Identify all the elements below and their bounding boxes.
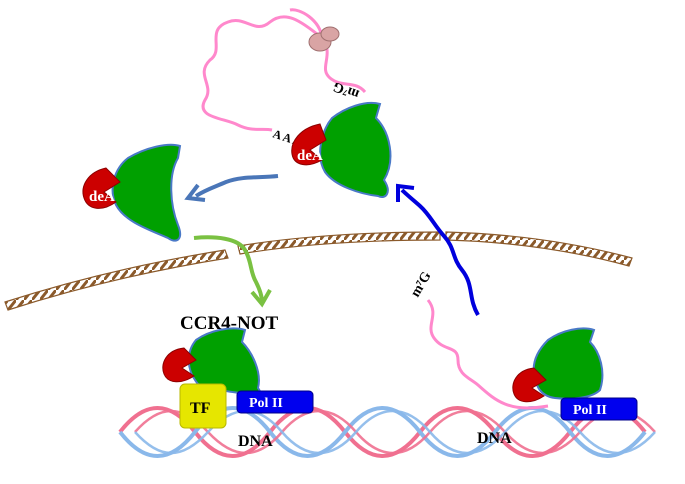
export-arrow (396, 183, 480, 317)
ccr4-not-complex-top: deA (291, 102, 392, 198)
pol-ii-left: Pol II (236, 390, 314, 414)
ccr4-not-complex-promoter-left: CCR4-NOT (162, 313, 278, 397)
mrna-loop (201, 15, 323, 132)
cap-label-top: m⁷G (331, 78, 361, 101)
ccr4-not-label: CCR4-NOT (180, 313, 278, 334)
export-arrow-head (396, 183, 415, 202)
membrane-segment-mid (237, 231, 441, 255)
release-arrow-shaft (194, 174, 279, 198)
import-arrow-shaft (193, 235, 264, 303)
complex-body-elongation-right (532, 327, 604, 400)
nascent-mrna-strand (426, 299, 549, 410)
dea-label-top: deA (297, 148, 323, 164)
ccr4-not-complex-elongation-right (512, 327, 604, 403)
release-arrow (184, 174, 279, 202)
membrane-segment-left (4, 249, 229, 311)
pol-ii-right-label: Pol II (573, 403, 607, 418)
import-arrow-head (250, 289, 272, 308)
complex-body-left (111, 143, 182, 242)
dea-subunit-top (291, 123, 327, 166)
tf-box (179, 383, 227, 429)
dna-strand-pink (118, 406, 647, 458)
cap-label-mid: m⁷G (408, 269, 434, 300)
nuclear-membrane (4, 231, 633, 311)
dna-label-left: DNA (238, 433, 273, 450)
dea-subunit-left (82, 167, 121, 209)
membrane-segment-right (445, 231, 633, 267)
pol-ii-right-box (560, 397, 638, 421)
tf-label: TF (190, 400, 211, 417)
mrna-tail-top (320, 37, 367, 94)
complex-body-top (319, 102, 392, 198)
dea-subunit-promoter-left (162, 347, 197, 383)
export-arrow-shaft (400, 188, 480, 317)
dea-subunit-elongation-right (512, 367, 547, 403)
ccr4-not-complex-left: deA (82, 143, 182, 242)
pol-ii-left-box (236, 390, 314, 414)
release-arrow-head (184, 183, 206, 202)
cytoplasmic-mrna: m⁷G A A A (201, 8, 367, 149)
pol-ii-right: Pol II (560, 397, 638, 421)
dna-strand-pink-2 (134, 409, 656, 455)
transcription-factor: TF (179, 383, 227, 429)
pol-ii-left-label: Pol II (249, 396, 283, 411)
dea-label-left: deA (89, 189, 115, 205)
import-arrow (193, 235, 272, 308)
dna-label-right: DNA (477, 430, 512, 447)
ribosome (308, 26, 340, 52)
